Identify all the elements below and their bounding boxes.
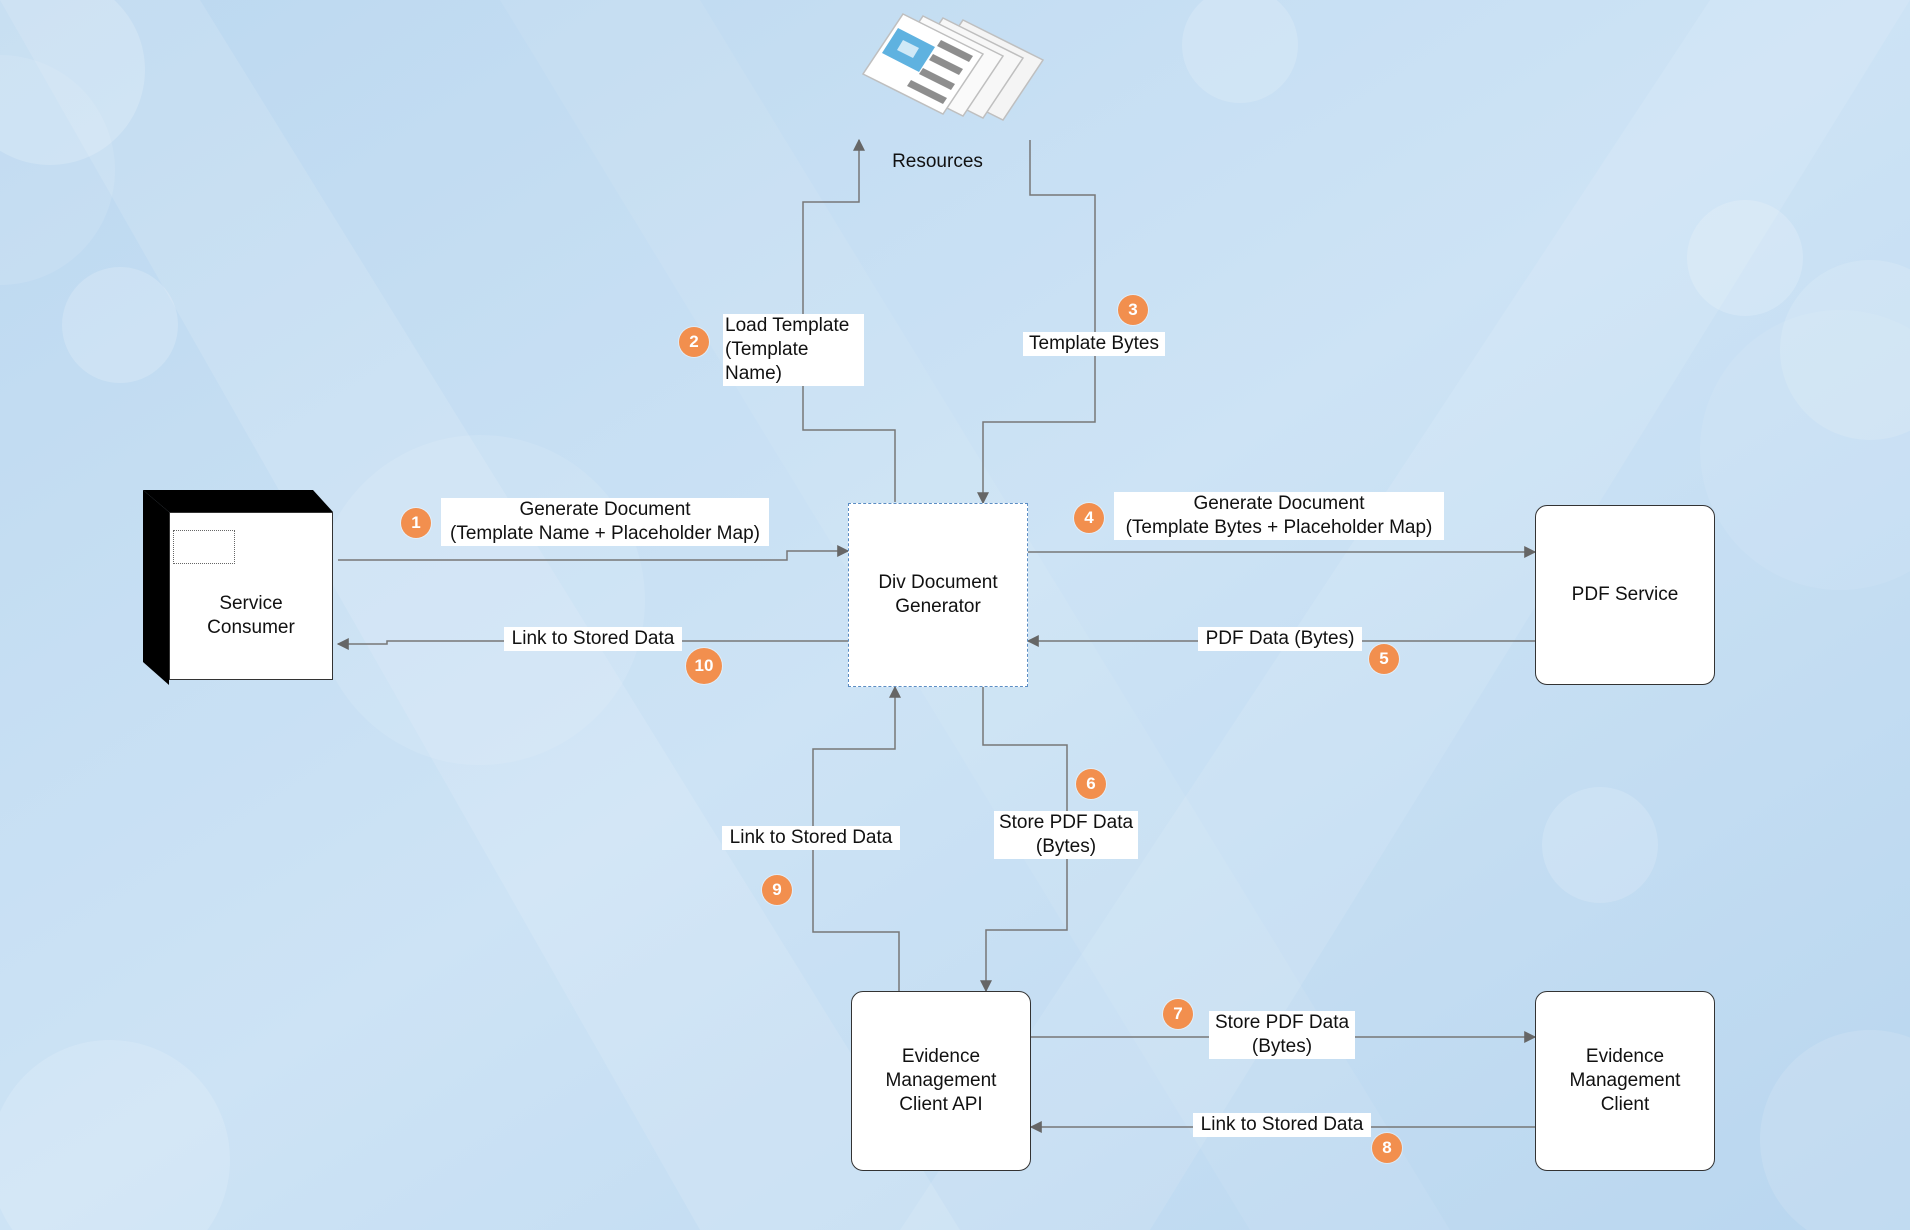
service-consumer-face: Service Consumer bbox=[169, 512, 333, 680]
step-6-badge: 6 bbox=[1076, 769, 1106, 799]
evidence-management-client-node[interactable]: Evidence Management Client bbox=[1535, 991, 1715, 1171]
step-1-badge: 1 bbox=[401, 508, 431, 538]
step-7-badge: 7 bbox=[1163, 999, 1193, 1029]
edge-3-label: Template Bytes bbox=[1023, 332, 1165, 356]
document-stack-icon bbox=[861, 13, 1045, 121]
edge-6-label: Store PDF Data (Bytes) bbox=[994, 811, 1138, 859]
div-document-generator-node[interactable]: Div Document Generator bbox=[848, 503, 1028, 687]
dotted-placeholder bbox=[173, 530, 235, 564]
edge-5-label: PDF Data (Bytes) bbox=[1198, 627, 1362, 651]
step-2-badge: 2 bbox=[679, 327, 709, 357]
pdf-service-node[interactable]: PDF Service bbox=[1535, 505, 1715, 685]
step-5-badge: 5 bbox=[1369, 644, 1399, 674]
step-3-badge: 3 bbox=[1118, 295, 1148, 325]
evidence-management-client-api-node[interactable]: Evidence Management Client API bbox=[851, 991, 1031, 1171]
step-4-badge: 4 bbox=[1074, 503, 1104, 533]
step-8-badge: 8 bbox=[1372, 1133, 1402, 1163]
edge-2-label: Load Template (Template Name) bbox=[723, 314, 864, 386]
div-document-generator-label: Div Document Generator bbox=[878, 572, 998, 617]
resources-label: Resources bbox=[892, 151, 983, 172]
edge-7-label: Store PDF Data (Bytes) bbox=[1209, 1011, 1355, 1059]
edge-8-label: Link to Stored Data bbox=[1193, 1113, 1371, 1137]
edge-1-line bbox=[338, 545, 850, 561]
box-shadow-shape bbox=[143, 490, 333, 685]
evidence-management-client-api-label: Evidence Management Client API bbox=[885, 1046, 997, 1115]
service-consumer-label: Service Consumer bbox=[207, 593, 295, 638]
step-10-badge: 10 bbox=[686, 648, 722, 684]
edge-9-label: Link to Stored Data bbox=[722, 826, 900, 850]
pdf-service-label: PDF Service bbox=[1571, 584, 1679, 605]
edge-3-line bbox=[977, 140, 1096, 505]
edge-1-label: Generate Document (Template Name + Place… bbox=[441, 498, 769, 546]
evidence-management-client-label: Evidence Management Client bbox=[1569, 1046, 1681, 1115]
service-consumer-node[interactable]: Service Consumer bbox=[143, 490, 338, 685]
step-9-badge: 9 bbox=[762, 875, 792, 905]
edge-4-label: Generate Document (Template Bytes + Plac… bbox=[1114, 492, 1444, 540]
edge-10-label: Link to Stored Data bbox=[504, 627, 682, 651]
